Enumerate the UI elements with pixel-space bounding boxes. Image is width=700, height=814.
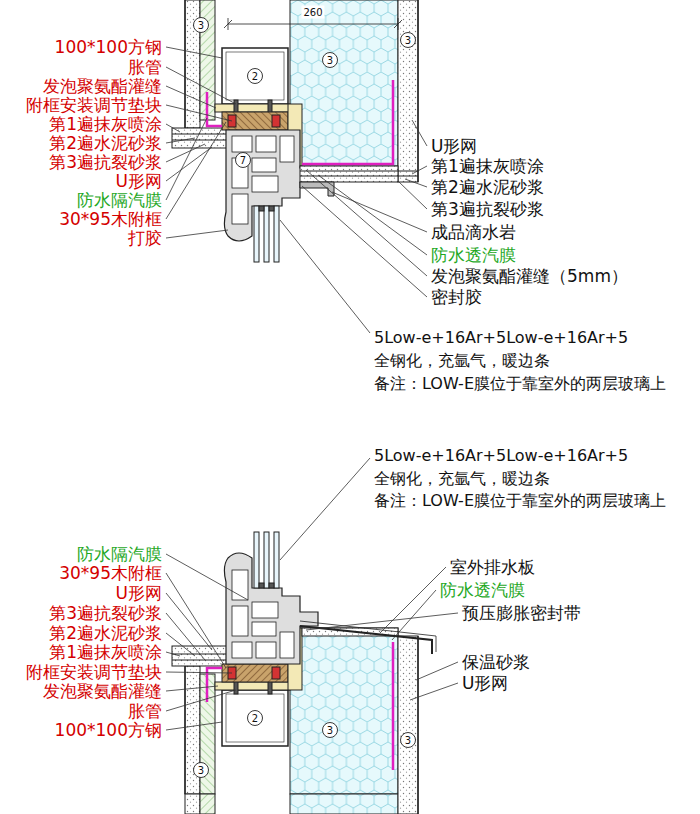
glass-note: 5Low-e+16Ar+5Low-e+16Ar+5 <box>374 328 628 347</box>
part-label: 胀管 <box>128 701 162 721</box>
part-label: 防水透汽膜 <box>440 580 525 600</box>
part-label: 30*95木附框 <box>59 563 162 583</box>
part-label: 第1遍抹灰喷涂 <box>49 642 162 662</box>
part-label: 附框安装调节垫块 <box>26 662 162 682</box>
part-label: 第2遍水泥砂浆 <box>431 177 544 197</box>
part-label: 第3遍抗裂砂浆 <box>49 603 162 623</box>
part-label: 第1遍抹灰喷涂 <box>431 156 544 176</box>
part-label: 第3遍抗裂砂浆 <box>49 152 162 172</box>
part-label: 防水透汽膜 <box>431 245 516 265</box>
part-label: 发泡聚氨酯灌缝（5mm） <box>431 266 628 286</box>
part-label: 100*100方钢 <box>55 37 162 57</box>
part-label: 第2遍水泥砂浆 <box>49 133 162 153</box>
part-label: 发泡聚氨酯灌缝 <box>43 76 162 96</box>
part-label: 第1遍抹灰喷涂 <box>49 114 162 134</box>
callout-number: 3 <box>198 19 204 32</box>
part-label: 30*95木附框 <box>59 209 162 229</box>
callout-number: 2 <box>252 70 258 83</box>
callout-number: 3 <box>327 54 333 67</box>
glass-note: 备注：LOW-E膜位于靠室外的两层玻璃上 <box>374 491 666 510</box>
part-label: U形网 <box>116 583 162 603</box>
part-label: 打胶 <box>128 228 162 248</box>
glass-note: 5Low-e+16Ar+5Low-e+16Ar+5 <box>374 446 628 465</box>
part-label: U形网 <box>431 136 477 156</box>
part-label: 胀管 <box>128 57 162 77</box>
part-label: 第2遍水泥砂浆 <box>49 623 162 643</box>
part-label: 防水隔汽膜 <box>77 190 162 210</box>
part-label: 保温砂浆 <box>462 652 530 672</box>
callout-number: 3 <box>198 764 204 777</box>
callout-number: 3 <box>405 734 411 747</box>
glass-note: 全钢化，充氩气，暖边条 <box>374 351 550 370</box>
part-label: 室外排水板 <box>450 557 535 577</box>
callout-number: 2 <box>252 712 258 725</box>
callout-number: 7 <box>240 154 246 167</box>
part-label: 预压膨胀密封带 <box>462 603 581 623</box>
part-label: 第3遍抗裂砂浆 <box>431 199 544 219</box>
part-label: 密封胶 <box>431 287 482 307</box>
part-label: 发泡聚氨酯灌缝 <box>43 681 162 701</box>
callout-number: 3 <box>405 34 411 47</box>
part-label: 100*100方钢 <box>55 720 162 740</box>
part-label: 防水隔汽膜 <box>77 544 162 564</box>
glass-note: 全钢化，充氩气，暖边条 <box>374 469 550 488</box>
part-label: U形网 <box>462 673 508 693</box>
callout-number: 3 <box>327 724 333 737</box>
part-label: U形网 <box>116 171 162 191</box>
part-label: 成品滴水岩 <box>431 222 516 242</box>
glass-note: 备注：LOW-E膜位于靠室外的两层玻璃上 <box>374 374 666 393</box>
part-label: 附框安装调节垫块 <box>26 95 162 115</box>
dimension-text: 260 <box>301 6 324 19</box>
